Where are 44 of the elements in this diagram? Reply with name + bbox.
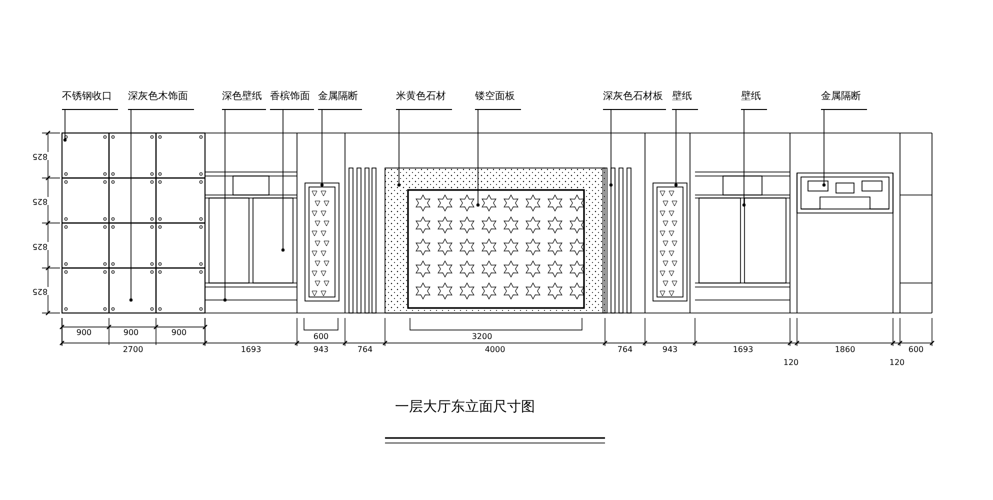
dimension-label: 900 xyxy=(122,329,140,337)
dimension-label: 600 xyxy=(907,346,925,354)
dimension-label: 1693 xyxy=(732,346,754,354)
leader-line xyxy=(223,110,227,302)
leader-line xyxy=(129,110,133,302)
callout-label: 香槟饰面 xyxy=(270,84,314,110)
dimension-label: 600 xyxy=(312,333,330,341)
leader-line xyxy=(609,110,613,187)
dimension-label: 2700 xyxy=(122,346,144,354)
dimension-label: 1860 xyxy=(834,346,856,354)
callout-label: 深灰色石材板 xyxy=(603,84,666,110)
dimension-label: 120 xyxy=(782,359,800,367)
callout-label: 金属隔断 xyxy=(821,84,867,110)
callout-label: 米黄色石材 xyxy=(396,84,452,110)
dimension-label: 4000 xyxy=(484,346,506,354)
dimension-label: 3200 xyxy=(470,333,494,341)
leader-line xyxy=(320,110,324,187)
dimension-label: 943 xyxy=(661,346,679,354)
callout-label: 金属隔断 xyxy=(318,84,362,110)
callout-label: 镂空面板 xyxy=(475,84,521,110)
leader-line xyxy=(822,110,826,187)
leader-line xyxy=(63,110,67,142)
dimension-label: 825 xyxy=(31,152,49,160)
leader-line xyxy=(281,110,285,252)
leader-line xyxy=(397,110,401,187)
leader-line xyxy=(476,110,480,207)
dimension-label: 764 xyxy=(356,346,374,354)
callout-label: 深色壁纸 xyxy=(222,84,266,110)
dimension-label: 900 xyxy=(170,329,188,337)
dimension-label: 764 xyxy=(616,346,634,354)
dimension-label: 943 xyxy=(312,346,330,354)
dimension-label: 900 xyxy=(75,329,93,337)
dimension-label: 825 xyxy=(31,287,49,295)
dimension-label: 1693 xyxy=(240,346,262,354)
dimension-label: 825 xyxy=(31,197,49,205)
callout-label: 壁纸 xyxy=(741,84,767,110)
leader-line xyxy=(674,110,678,187)
callout-label: 壁纸 xyxy=(672,84,698,110)
dimension-label: 120 xyxy=(888,359,906,367)
dimension-label: 825 xyxy=(31,242,49,250)
callout-label: 深灰色木饰面 xyxy=(128,84,194,110)
callout-label: 不锈钢收口 xyxy=(62,84,118,110)
drawing-title: 一层大厅东立面尺寸图 xyxy=(395,400,535,414)
leader-line xyxy=(742,110,746,207)
